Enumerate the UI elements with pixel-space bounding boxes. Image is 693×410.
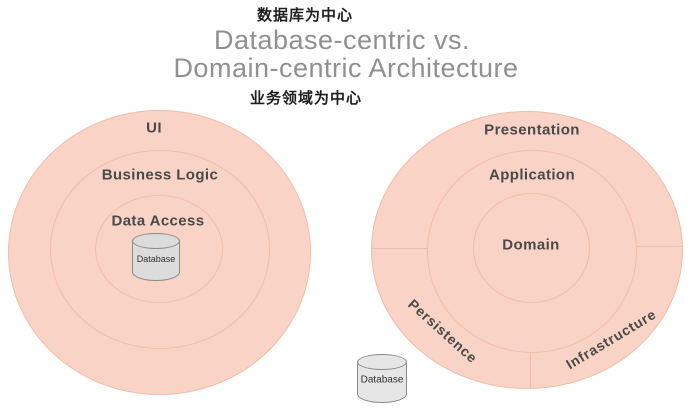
- right-inner-ring-domain: [473, 193, 590, 303]
- segment-divider-right: [637, 246, 682, 247]
- right-middle-ring-application: [427, 150, 637, 353]
- label-presentation: Presentation: [484, 121, 580, 139]
- cylinder-top-ellipse: [132, 233, 180, 249]
- annotation-database-centric-zh: 数据库为中心: [256, 7, 354, 24]
- label-domain: Domain: [502, 236, 560, 254]
- database-label: Database: [360, 374, 404, 386]
- left-inner-ring-data-access: [95, 195, 223, 303]
- left-middle-ring-business-logic: [50, 150, 270, 349]
- external-database-cylinder-icon: Database: [357, 354, 407, 403]
- page-title-line1: Database-centric vs.: [213, 25, 471, 55]
- database-cylinder-icon: Database: [132, 233, 180, 281]
- database-label: Database: [136, 253, 176, 264]
- page-title-line2: Domain-centric Architecture: [173, 53, 519, 83]
- segment-divider-left: [372, 248, 427, 249]
- label-data-access: Data Access: [111, 212, 205, 230]
- label-business-logic: Business Logic: [101, 166, 219, 184]
- annotation-domain-centric-zh: 业务领域为中心: [249, 90, 363, 107]
- cylinder-top-ellipse: [357, 354, 407, 370]
- segment-divider-bottom: [530, 353, 531, 389]
- label-application: Application: [488, 166, 576, 184]
- label-ui: UI: [146, 119, 162, 137]
